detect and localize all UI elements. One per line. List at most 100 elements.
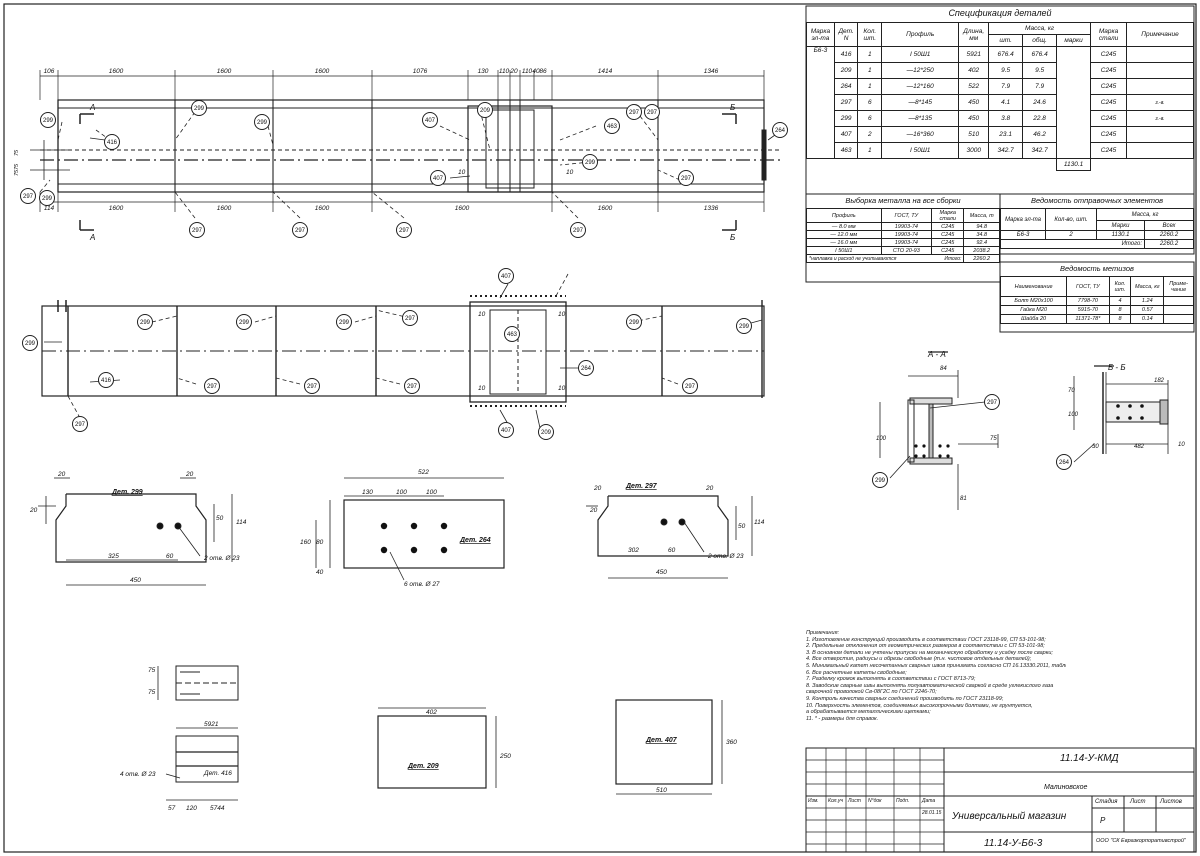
callout-label: 297 <box>192 228 203 234</box>
callout-label: 297 <box>681 176 692 182</box>
callout-plan: 407 <box>498 422 514 438</box>
callout-label: 264 <box>1059 460 1070 466</box>
detail-holes: 2 отв. Ø 23 <box>707 553 744 560</box>
note-line: 4. Все отверстия, радиусы и обрезы свобо… <box>806 656 1032 663</box>
detail-264 <box>315 477 505 581</box>
dim-bottom-label: 1600 <box>598 205 613 212</box>
callout-label: 297 <box>405 316 416 322</box>
section-dim: 10 <box>1178 442 1185 448</box>
side-dim-label: 75 <box>14 169 20 176</box>
callout-plan: 299 <box>336 314 352 330</box>
stamp-object: Универсальный магазин <box>952 811 1067 822</box>
metal-title: Выборка металла на все сборки <box>845 196 961 205</box>
note-line: 3. В основном детали не учтены припуски … <box>806 649 1053 656</box>
spec-total-row: 1130.1 <box>807 158 1194 171</box>
callout-plan: 297 <box>682 378 698 394</box>
dim-top-label: 1414 <box>598 68 613 75</box>
detail-dim: 5921 <box>204 721 219 728</box>
detail-dim: 20 <box>185 471 194 478</box>
callout-top: 299 <box>191 100 207 116</box>
dim-top-label: 1076 <box>413 68 428 75</box>
section-dim: 75 <box>990 436 997 442</box>
detail-dim: 510 <box>656 787 667 794</box>
dim-bottom-label: 1600 <box>109 205 124 212</box>
detail-dim: 120 <box>186 805 197 812</box>
detail-dim: 50 <box>216 515 224 522</box>
callout-label: 297 <box>407 384 418 390</box>
detail-416 <box>157 665 239 801</box>
note-line: 11. * - размеры для справок. <box>806 715 879 722</box>
callout-plan: 209 <box>538 424 554 440</box>
gap-mark: 10 <box>478 385 486 392</box>
callout-label: 264 <box>775 128 786 134</box>
callout-label: 297 <box>399 228 410 234</box>
stamp-col-header: Кол.уч <box>828 798 843 804</box>
callout-top: 407 <box>430 170 446 186</box>
detail-dim: 57 <box>168 805 176 812</box>
callout-plan: 299 <box>137 314 153 330</box>
section-dim: 100 <box>1068 412 1079 418</box>
callout-label: 297 <box>573 228 584 234</box>
stamp-col-header: Дата <box>922 798 936 804</box>
callout-label: 297 <box>987 400 998 406</box>
notes-block: Примечания: 1. Изготовление конструкций … <box>806 630 1066 722</box>
sheet-frame <box>3 3 1197 853</box>
detail-label: Дет. 416 <box>203 770 232 777</box>
callout-label: 297 <box>295 228 306 234</box>
dim-top-label: 110 <box>522 68 533 75</box>
dim-top-label: 106 <box>44 68 55 75</box>
dim-bottom-label: 1600 <box>315 205 330 212</box>
callout-bubbles: 299 299 299 299 297 297 297 297 297 297 297 416 407 4… <box>20 100 1072 488</box>
callout-top: 299 <box>39 190 55 206</box>
callout-label: 299 <box>585 160 596 166</box>
callout-top: 297 <box>644 104 660 120</box>
detail-dim: 20 <box>705 485 714 492</box>
callout-plan: 299 <box>22 335 38 351</box>
callout-top: 299 <box>254 114 270 130</box>
callout-label: 297 <box>685 384 696 390</box>
detail-holes: 2 отв. Ø 23 <box>203 555 240 562</box>
callout-plan: 264 <box>578 360 594 376</box>
note-line: сварочной проволокой Св-08Г2С по ГОСТ 22… <box>806 689 937 696</box>
callout-label: 299 <box>239 320 250 326</box>
callout-section: 264 <box>1056 454 1072 470</box>
detail-label: Дет. 299 <box>111 489 143 496</box>
callout-plan: 407 <box>498 268 514 284</box>
stamp-col-header: Изм. <box>808 798 819 804</box>
metal-header-steel: Марка стали <box>931 208 965 223</box>
section-dim: 100 <box>876 436 887 442</box>
cut-label-b: Б <box>730 103 735 112</box>
side-dim-label: 75 <box>14 163 20 170</box>
stamp-col-header: Подп. <box>896 798 910 804</box>
detail-dim: 450 <box>130 577 141 584</box>
callout-label: 299 <box>25 341 36 347</box>
detail-dim: 100 <box>426 489 437 496</box>
callout-label: 407 <box>433 176 444 182</box>
spec-cell-steel: С245 <box>1090 142 1128 159</box>
dim-top-label: 1346 <box>704 68 719 75</box>
detail-dim: 20 <box>29 507 38 514</box>
ship-title: Ведомость отправочных элементов <box>1030 196 1164 205</box>
callout-label: 299 <box>739 324 750 330</box>
spec-cell-det: 463 <box>833 142 859 159</box>
callout-top: 416 <box>104 134 120 150</box>
detail-holes: 6 отв. Ø 27 <box>404 581 440 588</box>
metal-header-mass: Масса, т <box>963 208 1000 223</box>
callout-top: 297 <box>678 170 694 186</box>
detail-297 <box>586 495 753 579</box>
callout-label: 264 <box>581 366 592 372</box>
ship-total: 2260.2 <box>1144 239 1194 249</box>
metal-footnote-text: *наплавка и расход не учитываются <box>809 255 897 262</box>
callout-label: 297 <box>207 384 218 390</box>
callout-top: 299 <box>582 154 598 170</box>
spec-cell-mass-total: 342.7 <box>1022 142 1058 159</box>
gap-mark: 10 <box>558 311 566 318</box>
detail-label: Дет. 264 <box>459 537 491 544</box>
note-line: 10. Поверхность элементов, соединяемых в… <box>806 702 1033 709</box>
